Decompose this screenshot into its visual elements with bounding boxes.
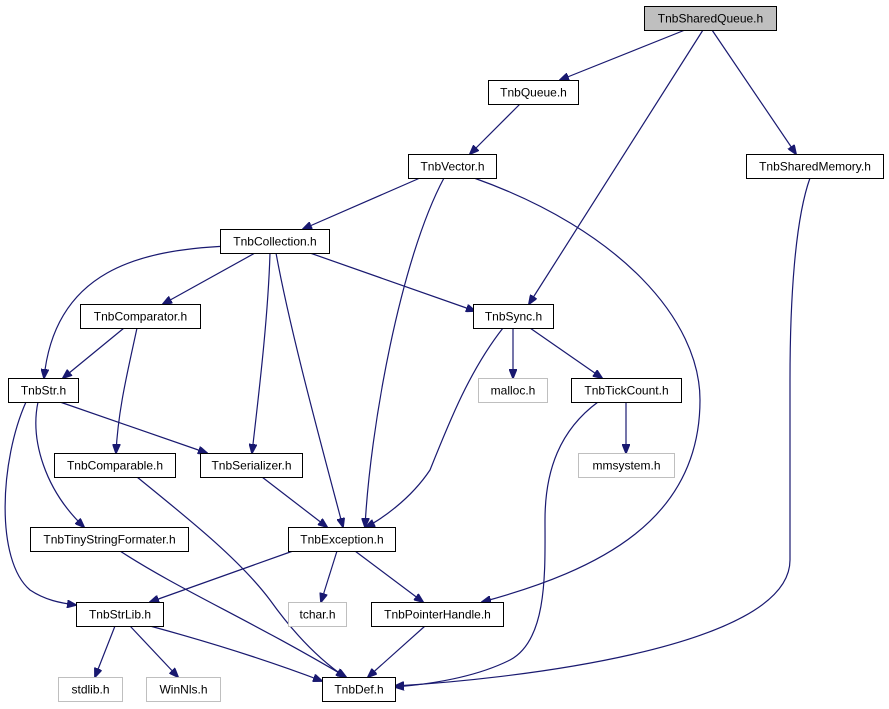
node-label: TnbVector.h (420, 160, 484, 174)
node-box (578, 453, 675, 478)
node-mmsystem: mmsystem.h (578, 453, 675, 478)
node-label: stdlib.h (71, 683, 109, 697)
node-box (80, 304, 201, 329)
edge-TnbCollection-to-TnbStr (44, 245, 229, 378)
edge-TnbSharedQueue-to-TnbQueue (560, 29, 686, 80)
edge-TnbStrLib-to-WinNls (129, 625, 178, 677)
edge-TnbVector-to-TnbCollection (303, 177, 421, 229)
node-label: malloc.h (491, 384, 536, 398)
node-box (478, 378, 548, 403)
edge-TnbException-to-TnbStrLib (150, 550, 294, 602)
edge-TnbCollection-to-TnbSync (309, 252, 475, 311)
node-TnbSharedMemory[interactable]: TnbSharedMemory.h (746, 154, 884, 179)
node-label: TnbPointerHandle.h (384, 608, 491, 622)
node-box (473, 304, 554, 329)
node-box (488, 80, 579, 105)
node-label: TnbStr.h (21, 384, 66, 398)
edge-TnbSharedMemory-to-TnbDef (395, 177, 811, 686)
node-label: TnbSync.h (485, 310, 542, 324)
edge-TnbSharedQueue-to-TnbSync (529, 29, 704, 304)
node-label: mmsystem.h (592, 459, 660, 473)
edge-TnbCollection-to-TnbComparator (163, 252, 256, 304)
node-box (220, 229, 330, 254)
node-box (30, 527, 189, 552)
node-TnbStr[interactable]: TnbStr.h (8, 378, 79, 403)
node-box (288, 602, 347, 627)
node-stdlib: stdlib.h (58, 677, 123, 702)
node-box (54, 453, 176, 478)
node-WinNls: WinNls.h (146, 677, 221, 702)
node-TnbSharedQueue[interactable]: TnbSharedQueue.h (644, 6, 777, 31)
edge-TnbStr-to-TnbTinyStringFormater (35, 401, 84, 527)
edge-TnbSync-to-TnbException (366, 327, 504, 527)
edge-TnbStrLib-to-stdlib (95, 625, 116, 677)
node-label: TnbSharedMemory.h (759, 160, 871, 174)
node-TnbComparable[interactable]: TnbComparable.h (54, 453, 176, 478)
node-box (58, 677, 123, 702)
node-TnbSerializer[interactable]: TnbSerializer.h (200, 453, 303, 478)
node-TnbStrLib[interactable]: TnbStrLib.h (76, 602, 164, 627)
node-box (8, 378, 79, 403)
node-label: tchar.h (299, 608, 335, 622)
node-box (76, 602, 164, 627)
node-label: TnbSerializer.h (211, 459, 291, 473)
node-TnbException[interactable]: TnbException.h (288, 527, 396, 552)
node-box (408, 154, 497, 179)
node-label: TnbComparable.h (67, 459, 163, 473)
node-box (200, 453, 303, 478)
node-TnbQueue[interactable]: TnbQueue.h (488, 80, 579, 105)
edge-TnbComparator-to-TnbComparable (116, 327, 138, 453)
node-label: TnbException.h (300, 533, 383, 547)
edge-TnbException-to-tchar (321, 550, 338, 602)
node-box (288, 527, 396, 552)
node-label: TnbQueue.h (500, 86, 567, 100)
edge-TnbException-to-TnbPointerHandle (354, 550, 423, 602)
node-box (746, 154, 884, 179)
node-tchar: tchar.h (288, 602, 347, 627)
node-box (371, 602, 504, 627)
node-TnbTickCount[interactable]: TnbTickCount.h (571, 378, 682, 403)
node-box (571, 378, 682, 403)
node-TnbCollection[interactable]: TnbCollection.h (220, 229, 330, 254)
edge-TnbStr-to-TnbSerializer (59, 401, 207, 453)
node-label: TnbStrLib.h (89, 608, 151, 622)
node-label: WinNls.h (159, 683, 207, 697)
edge-TnbSync-to-TnbTickCount (529, 327, 602, 378)
edge-TnbComparable-to-TnbDef (136, 476, 345, 677)
node-label: TnbTinyStringFormater.h (43, 533, 175, 547)
edge-TnbTickCount-to-TnbDef (395, 401, 599, 687)
node-TnbDef[interactable]: TnbDef.h (322, 677, 396, 702)
node-TnbComparator[interactable]: TnbComparator.h (80, 304, 201, 329)
node-label: TnbComparator.h (94, 310, 187, 324)
edge-TnbSharedQueue-to-TnbSharedMemory (711, 29, 796, 154)
node-label: TnbDef.h (334, 683, 383, 697)
node-malloc: malloc.h (478, 378, 548, 403)
edges-layer (4, 29, 811, 687)
edge-TnbStrLib-to-TnbDef (149, 625, 322, 681)
edge-TnbCollection-to-TnbSerializer (252, 252, 271, 453)
node-box (322, 677, 396, 702)
node-label: TnbCollection.h (233, 235, 316, 249)
edge-TnbCollection-to-TnbException (275, 252, 343, 527)
edge-TnbQueue-to-TnbVector (470, 103, 521, 154)
edge-TnbSerializer-to-TnbException (261, 476, 327, 527)
node-label: TnbTickCount.h (584, 384, 668, 398)
edge-TnbComparator-to-TnbStr (63, 327, 125, 378)
node-box (644, 6, 777, 31)
node-TnbVector[interactable]: TnbVector.h (408, 154, 497, 179)
node-label: TnbSharedQueue.h (658, 12, 763, 26)
edge-TnbStr-to-TnbStrLib (4, 401, 76, 605)
edge-TnbTinyStringFormater-to-TnbDef (119, 550, 346, 677)
edge-TnbVector-to-TnbPointerHandle (473, 177, 701, 602)
edge-TnbVector-to-TnbException (365, 177, 445, 527)
node-TnbPointerHandle[interactable]: TnbPointerHandle.h (371, 602, 504, 627)
edge-TnbPointerHandle-to-TnbDef (368, 625, 426, 677)
node-TnbSync[interactable]: TnbSync.h (473, 304, 554, 329)
node-TnbTinyStringFormater[interactable]: TnbTinyStringFormater.h (30, 527, 189, 552)
node-box (146, 677, 221, 702)
